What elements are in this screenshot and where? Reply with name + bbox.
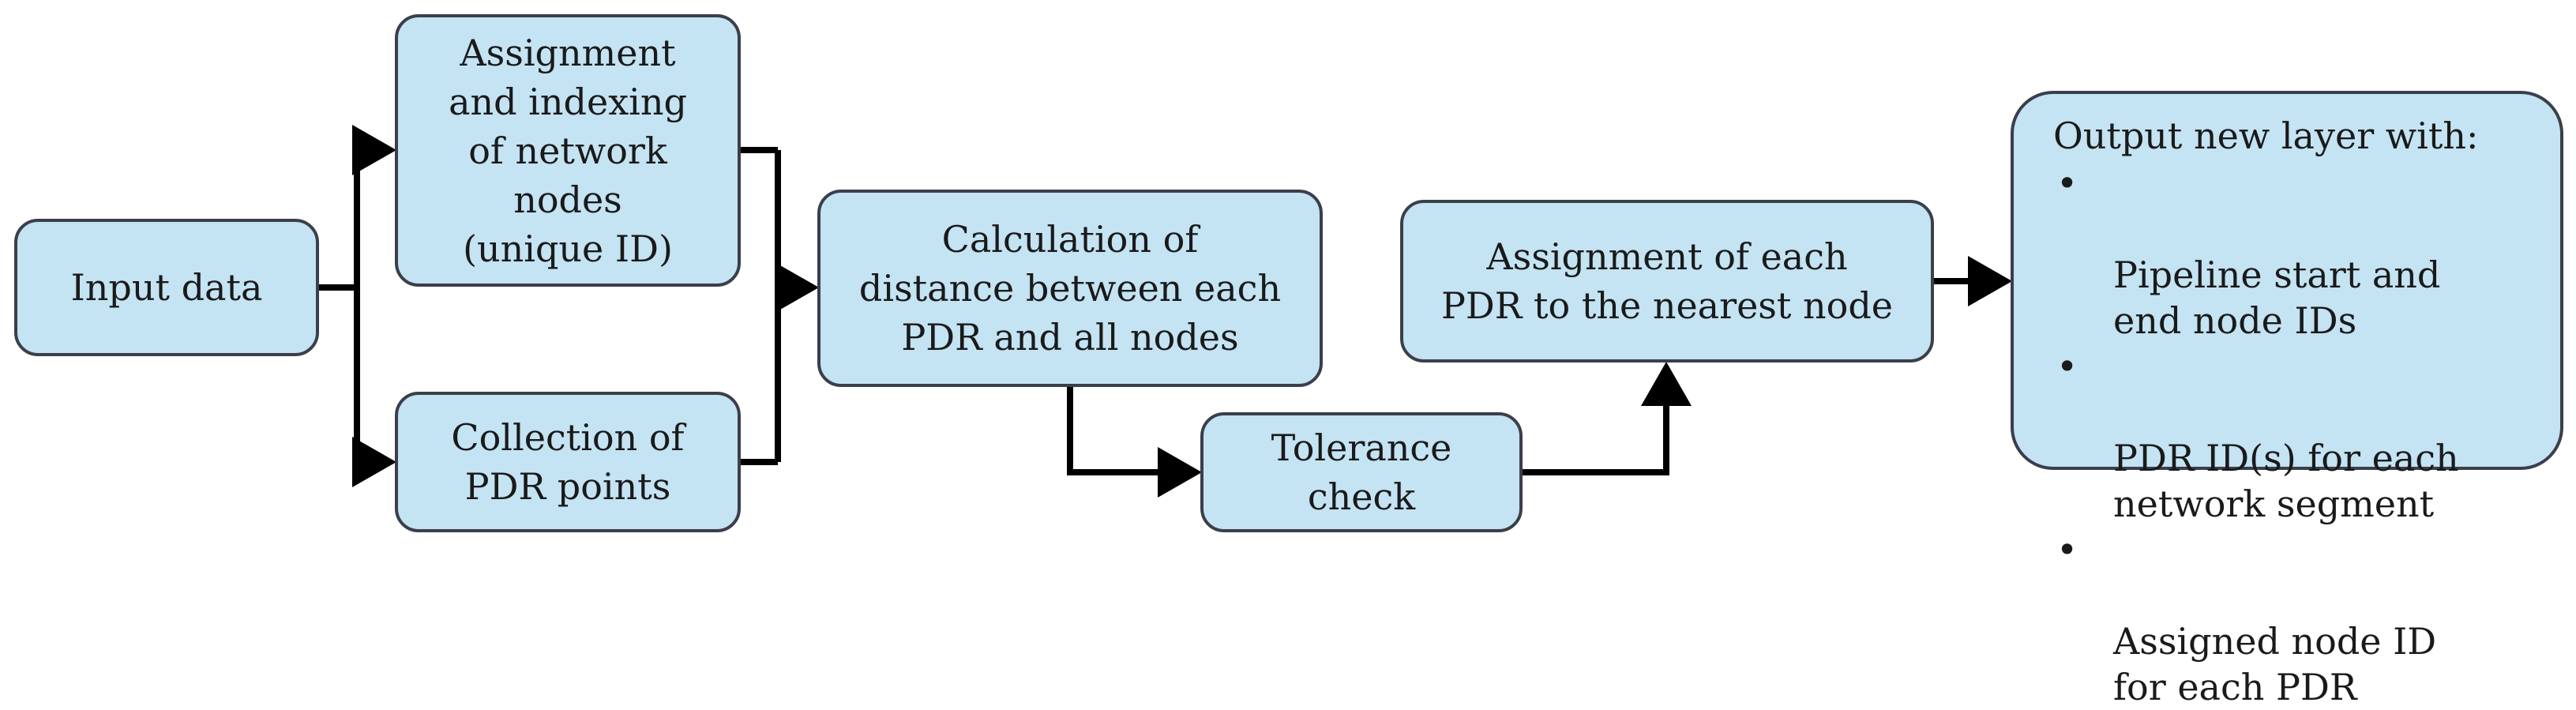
nearest-node-assignment-label: Assignment of each PDR to the nearest no… <box>1440 235 1894 327</box>
bullet-icon: • <box>2056 528 2078 571</box>
output-item-text: PDR ID(s) for each network segment <box>2113 437 2459 525</box>
output-item: • Assigned node ID for each PDR <box>2053 527 2459 710</box>
bullet-icon: • <box>2056 345 2078 388</box>
arrow-to-tolerance <box>1067 387 1202 498</box>
arrow-to-nearest <box>1523 362 1692 475</box>
distance-calculation-box: Calculation of distance between each PDR… <box>817 190 1323 387</box>
collection-pdr-label: Collection of PDR points <box>451 416 685 508</box>
bullet-icon: • <box>2056 162 2078 205</box>
distance-calculation-label: Calculation of distance between each PDR… <box>858 218 1282 359</box>
input-data-box: Input data <box>14 219 319 356</box>
output-item: • Pipeline start and end node IDs <box>2053 160 2459 344</box>
assignment-indexing-label: Assignment and indexing of network nodes… <box>449 31 687 270</box>
output-items-list: • Pipeline start and end node IDs • PDR … <box>2053 160 2459 710</box>
tolerance-check-label: Tolerance check <box>1271 426 1452 518</box>
flowchart: Input data Assignment and indexing of ne… <box>14 14 2563 708</box>
nearest-node-assignment-box: Assignment of each PDR to the nearest no… <box>1400 200 1934 363</box>
collection-pdr-box: Collection of PDR points <box>395 392 741 532</box>
output-layer-box: Output new layer with: • Pipeline start … <box>2011 91 2563 708</box>
input-data-label: Input data <box>70 266 263 309</box>
assignment-indexing-box: Assignment and indexing of network nodes… <box>395 14 741 287</box>
output-item: • PDR ID(s) for each network segment <box>2053 344 2459 527</box>
output-item-text: Pipeline start and end node IDs <box>2113 254 2441 342</box>
output-item-text: Assigned node ID for each PDR <box>2113 620 2437 708</box>
tolerance-check-box: Tolerance check <box>1200 412 1523 532</box>
output-layer-title: Output new layer with: <box>2053 115 2479 157</box>
connector-lines <box>319 125 2012 498</box>
